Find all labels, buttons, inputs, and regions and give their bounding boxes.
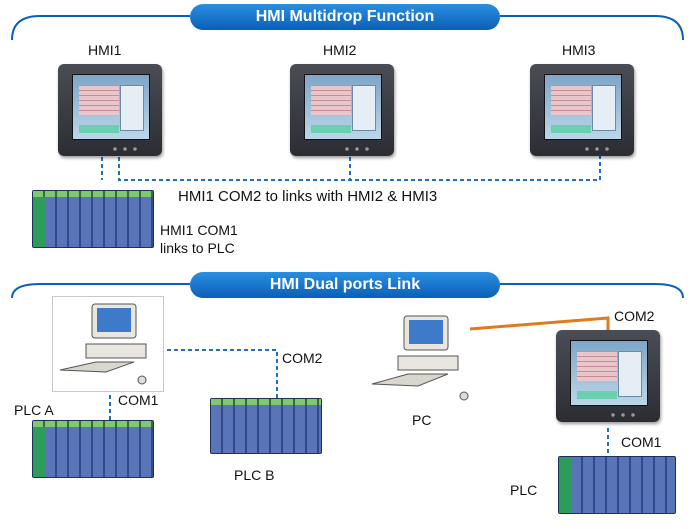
plc-label: PLC [510, 482, 538, 498]
com2-right-label: COM2 [614, 308, 655, 324]
dual-port-links [109, 349, 609, 456]
hmi3-label: HMI3 [562, 42, 596, 58]
multidrop-links [101, 150, 601, 181]
plc-caption-line1: HMI1 COM1 [160, 222, 238, 238]
section1-banner: HMI Multidrop Function [190, 4, 500, 30]
plc-rack-multidrop [32, 190, 154, 248]
section2-frame [11, 283, 684, 299]
pc-right-icon [371, 315, 469, 401]
section2-banner: HMI Dual ports Link [190, 272, 500, 298]
pc-label: PC [412, 412, 432, 428]
plc-b-rack [210, 398, 322, 454]
plc-a-rack [32, 420, 154, 478]
plc-b-label: PLC B [234, 467, 275, 483]
hmi1-com2-bus [118, 150, 601, 181]
hmi2-panel [290, 64, 394, 156]
section2-title: HMI Dual ports Link [269, 276, 421, 293]
plc-rack-dual [558, 456, 676, 514]
com1-right-label: COM1 [621, 434, 662, 450]
pc-left-icon [59, 303, 147, 385]
pc-to-plcb-link [160, 349, 278, 400]
com2-left-label: COM2 [282, 350, 323, 366]
hmi1-panel [58, 64, 162, 156]
hmi3-panel [530, 64, 634, 156]
plc-a-label: PLC A [14, 402, 54, 418]
hmi1-label: HMI1 [88, 42, 122, 58]
hmi2-label: HMI2 [323, 42, 357, 58]
multidrop-link-caption: HMI1 COM2 to links with HMI2 & HMI3 [178, 188, 438, 205]
pc-hmi-serial-cable [469, 316, 610, 331]
com1-left-label: COM1 [118, 392, 159, 408]
hmi-dual-port-panel [556, 330, 660, 422]
section1-title: HMI Multidrop Function [255, 8, 435, 25]
plc-caption-line2: links to PLC [160, 240, 235, 256]
section1-frame [11, 15, 684, 41]
